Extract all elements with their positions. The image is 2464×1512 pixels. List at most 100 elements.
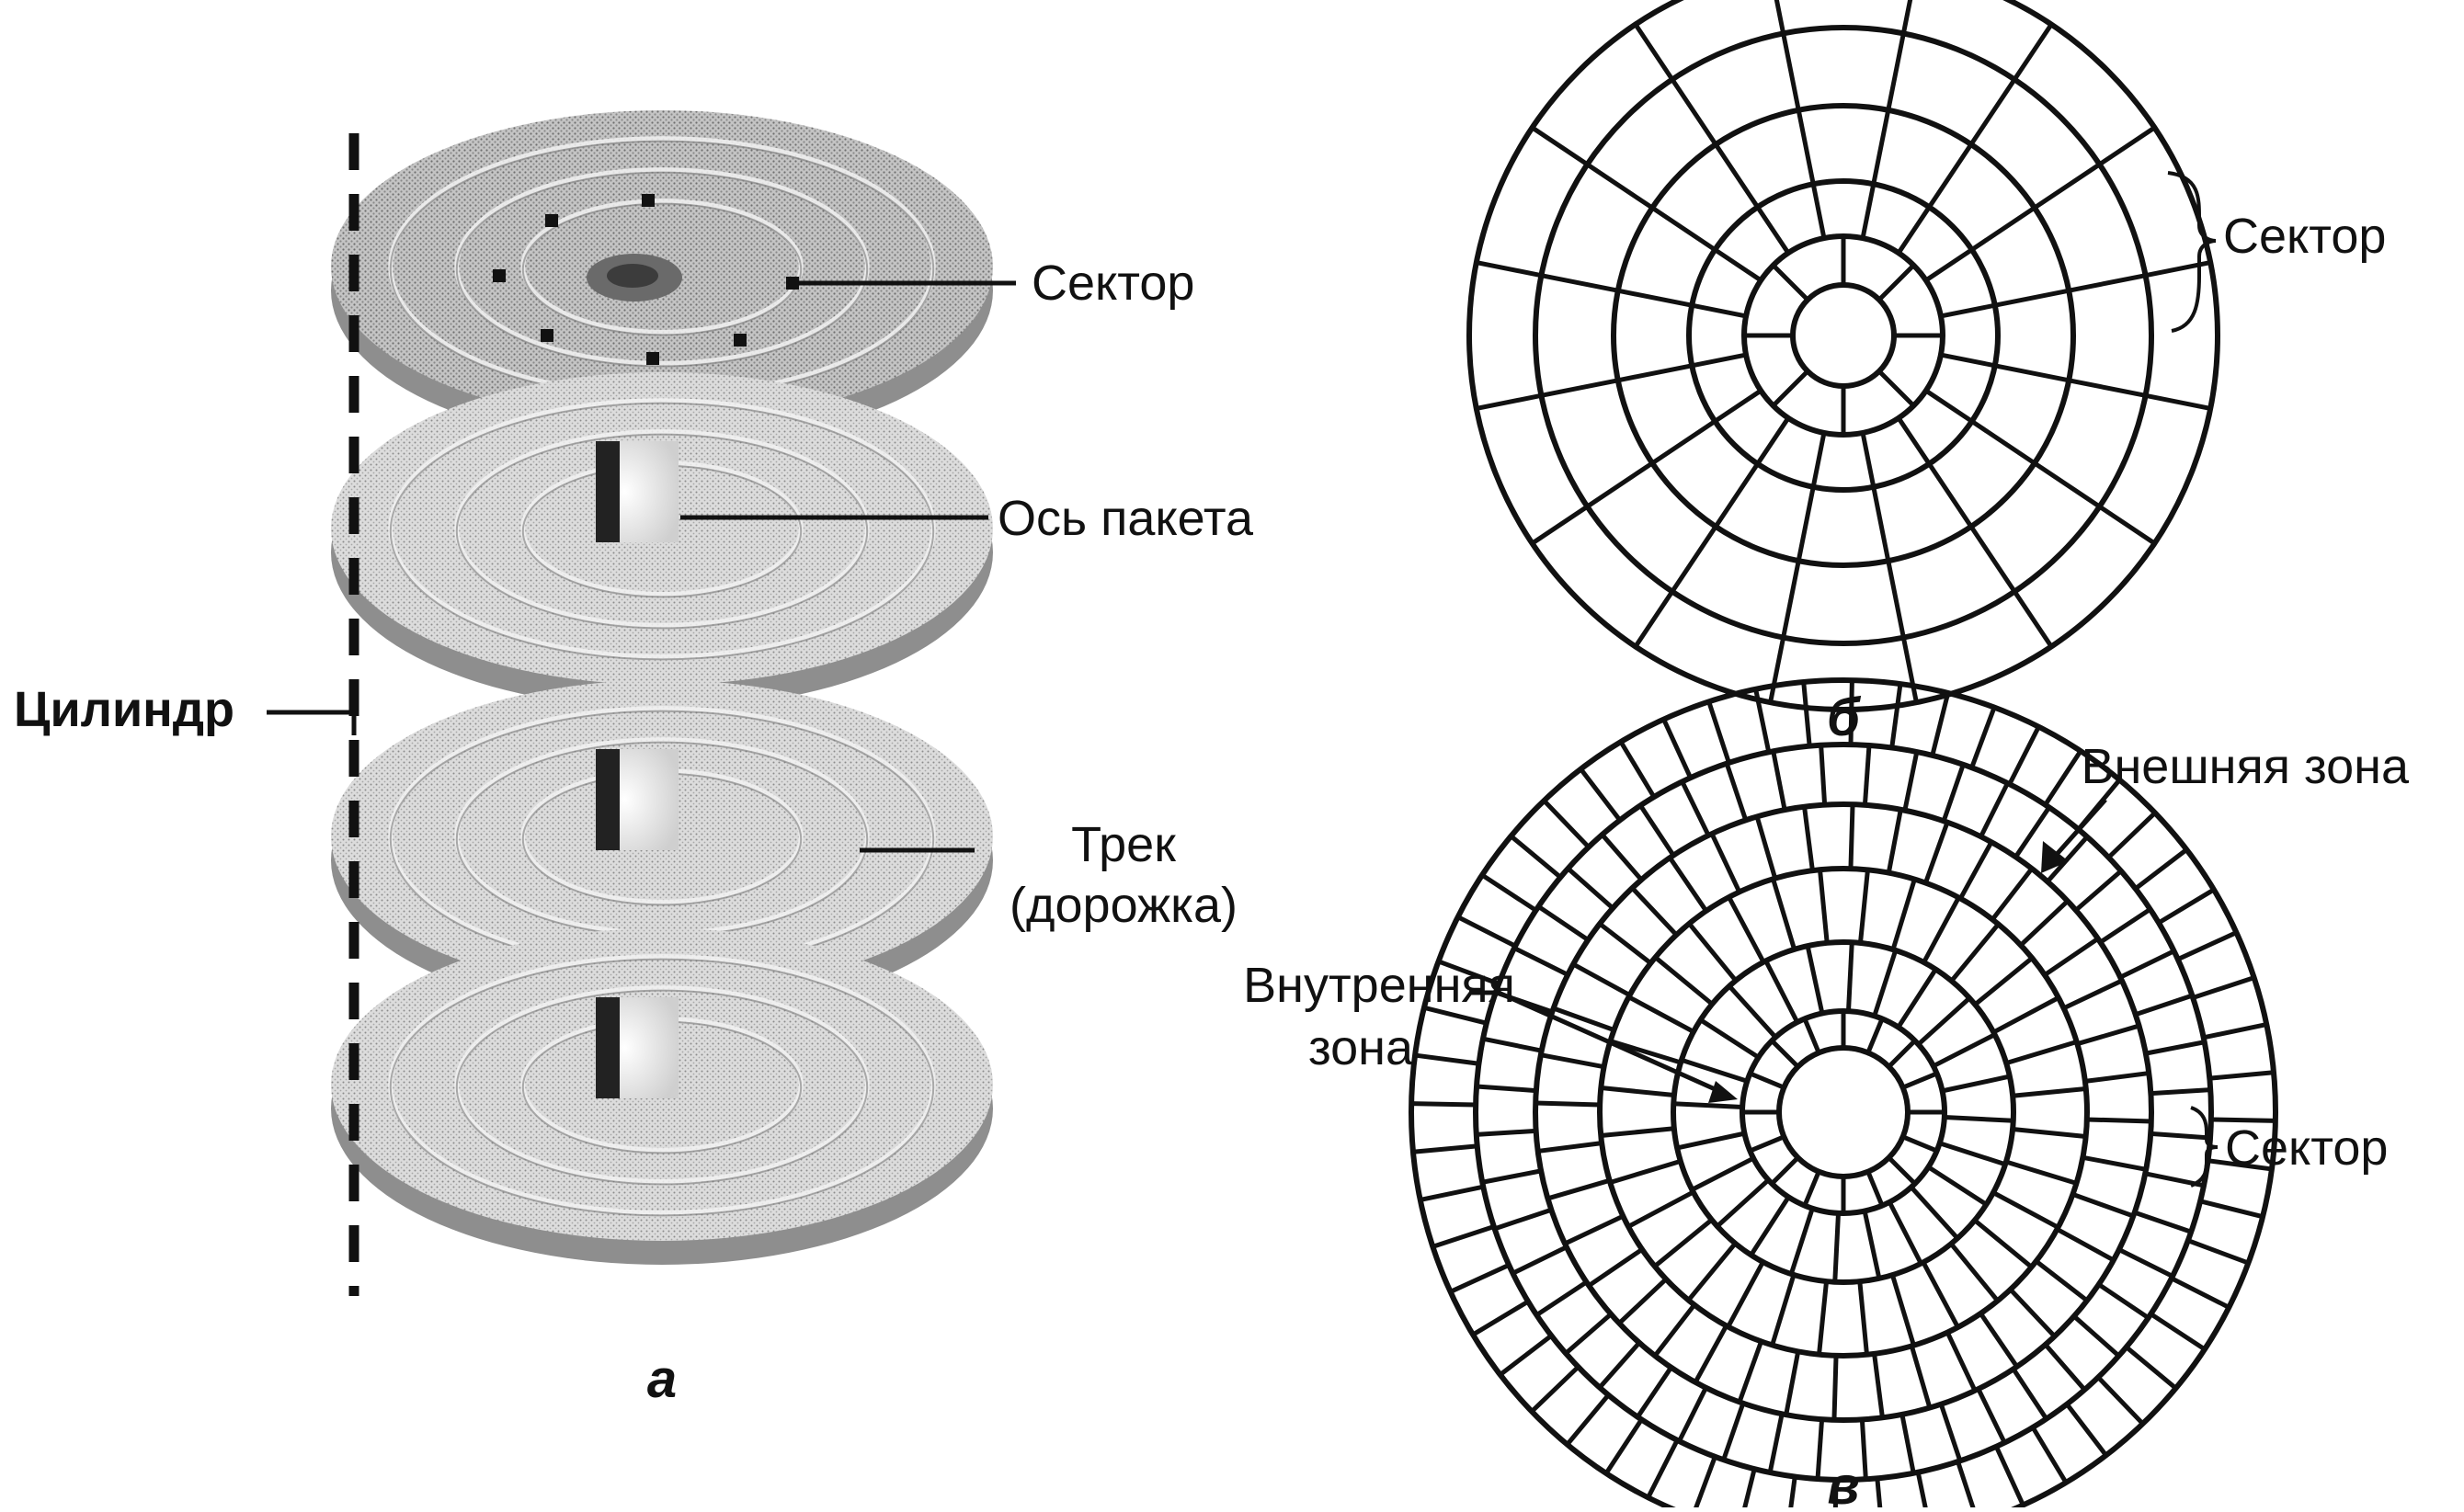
sector-divider — [1771, 878, 1797, 950]
sector-divider — [1636, 1366, 1673, 1418]
sector-divider — [1737, 1340, 1763, 1404]
sector-divider — [1716, 1177, 1771, 1228]
sector-divider — [1968, 78, 2017, 146]
sector-divider — [1909, 1345, 1933, 1409]
sector-divider — [1476, 392, 1542, 411]
sector-divider — [1770, 1274, 1797, 1347]
sector-divider — [1566, 867, 1614, 910]
sector-divider — [1862, 745, 1872, 805]
track-ring-shadow — [455, 989, 869, 1186]
sector-divider — [1537, 1141, 1603, 1154]
track-ring-shadow — [455, 433, 869, 630]
sector-divider — [1817, 1280, 1830, 1355]
sector-divider — [1956, 1461, 1978, 1512]
sector-mark — [642, 194, 655, 207]
sector-divider — [1819, 745, 1828, 805]
sector-divider — [1763, 960, 1800, 1024]
sector-divider — [1633, 23, 1674, 81]
cylinder-leader-line — [267, 710, 357, 735]
sector-divider — [1768, 637, 1786, 703]
sector-divider — [1724, 762, 1749, 822]
sector-divider — [1706, 700, 1731, 764]
sector-divider — [2133, 1210, 2192, 1234]
sector-divider — [1976, 1388, 2007, 1444]
sector-divider — [1958, 841, 1994, 900]
sector-divider — [1877, 263, 1916, 301]
sector-divider — [1512, 946, 1569, 977]
track-label-line2: (дорожка) — [1010, 878, 1238, 933]
sector-divider — [1653, 1218, 1714, 1268]
track-ring-shadow — [521, 202, 803, 336]
sector-divider — [1810, 183, 1827, 239]
sector-divider — [2005, 1040, 2078, 1066]
sector-divider — [1902, 751, 1920, 812]
sector-divider — [1871, 109, 1891, 185]
sector-divider — [2019, 899, 2070, 948]
sector-divider — [1600, 833, 1644, 881]
sector-divider — [1994, 363, 2070, 383]
sector-divider — [1693, 1324, 1728, 1383]
sector-divider — [1992, 995, 2060, 1035]
uniform-sector-disk — [1466, 0, 2220, 712]
sector-divider — [2186, 1238, 2250, 1266]
sector-divider — [1944, 1115, 2013, 1123]
sector-divider — [1802, 806, 1815, 871]
sector-divider — [2099, 907, 2151, 945]
sector-divider — [1638, 804, 1676, 857]
sector-divider — [1973, 1218, 2034, 1269]
sector-divider — [1598, 1341, 1641, 1390]
sector-divider — [1598, 922, 1652, 965]
sector-divider — [1802, 1017, 1821, 1054]
sector-divider — [1586, 460, 1654, 509]
sector-divider — [1887, 1155, 1917, 1186]
sector-divider — [1617, 363, 1693, 383]
sector-divider — [1686, 1242, 1738, 1302]
sector-divider — [1749, 1071, 1785, 1090]
sector-divider — [1691, 352, 1747, 369]
sector-brace-c — [2190, 1106, 2219, 1188]
sector-divider — [2209, 1070, 2275, 1081]
sector-divider — [2013, 590, 2054, 648]
sector-divider — [1535, 1279, 1588, 1317]
sector-divider — [1896, 968, 1938, 1029]
sector-divider — [2056, 1227, 2115, 1263]
sector-divider — [1941, 764, 1966, 823]
sector-divider — [2192, 975, 2255, 1000]
sector-divider — [1609, 1039, 1682, 1065]
sector-divider — [1896, 205, 1932, 255]
track-ring-shadow — [455, 171, 869, 368]
spindle-shadow — [596, 997, 620, 1098]
sector-divider — [1740, 1468, 1757, 1512]
sector-divider — [1771, 750, 1787, 811]
sector-divider — [1889, 1274, 1916, 1347]
sector-divider — [1887, 1200, 1923, 1265]
sector-divider — [2012, 1086, 2087, 1098]
sector-mark — [734, 334, 747, 347]
sector-divider — [1565, 1393, 1611, 1447]
sector-divider — [1949, 922, 2001, 983]
sector-divider — [1938, 1403, 1963, 1462]
sector-divider — [2119, 949, 2175, 980]
sector-mark — [545, 214, 558, 227]
sector-divider — [1932, 1032, 1996, 1069]
sector-divider — [1749, 1134, 1785, 1154]
sector-divider — [1796, 109, 1816, 185]
sector-divider — [1542, 799, 1591, 849]
sector-divider — [1617, 288, 1693, 308]
track-circle — [1790, 282, 1897, 389]
sector-divider — [1886, 560, 1906, 639]
sector-label-b: Сектор — [2223, 209, 2386, 264]
sector-divider — [1924, 388, 1974, 424]
sector-divider — [1653, 955, 1714, 1006]
sector-divider — [1726, 1260, 1765, 1328]
sector-divider — [1973, 956, 2034, 1006]
sector-divider — [1680, 780, 1711, 836]
sector-mark — [493, 269, 506, 282]
sector-divider — [1832, 1212, 1841, 1282]
sector-divider — [1586, 162, 1654, 210]
sector-divider — [1412, 1143, 1477, 1154]
sector-divider — [1609, 1158, 1682, 1185]
sector-divider — [1796, 486, 1816, 562]
track-circle — [1776, 1045, 1911, 1179]
sector-divider — [2096, 1375, 2145, 1426]
